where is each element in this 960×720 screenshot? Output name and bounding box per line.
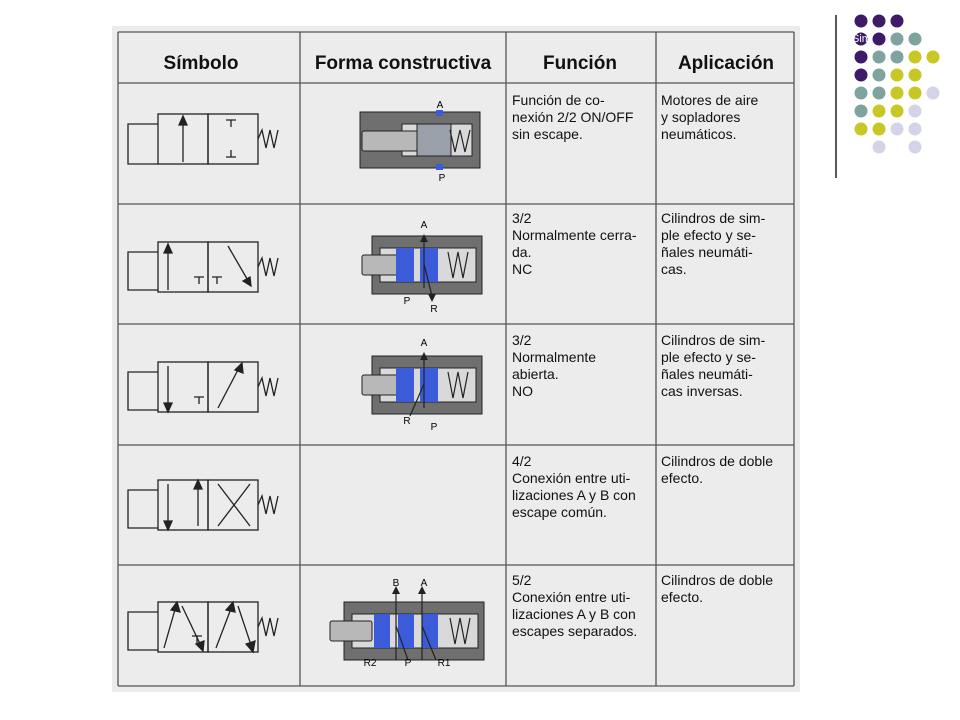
decorative-dot [872,104,886,118]
decorative-dot [908,122,922,136]
port-label-p: P [431,422,438,433]
decorative-dot [872,122,886,136]
port-label-p: P [405,658,412,669]
funcion-row-3: 3/2 Normalmente abierta. NO [512,332,597,399]
table-grid [117,31,795,687]
valve-cross-sections: A P A P R [329,100,485,669]
port-label-p: P [439,173,446,184]
port-label-b: B [393,578,400,589]
port-label-a: A [421,338,428,349]
decorative-dot [908,50,922,64]
aplicacion-row-4: Cilindros de doble efecto. [661,453,774,486]
decorative-dot [908,140,922,154]
funcion-row-4: 4/2 Conexión entre uti- lizaciones A y B… [512,453,636,520]
port-label-r2: R2 [364,658,377,669]
decorative-dot [872,68,886,82]
decorative-dot [890,104,904,118]
decorative-dot [890,50,904,64]
symbol-3-2-nc-valve [127,241,279,293]
decorative-dot [890,86,904,100]
decorative-dot [872,140,886,154]
cross-section-2-2: A P [359,100,481,184]
aplicacion-row-2: Cilindros de sim- ple efecto y se- ñales… [661,210,766,277]
aplicacion-row-1: Motores de aire y sopladores neumáticos. [661,92,759,142]
symbol-4-2-valve [127,478,279,532]
port-label-r: R [403,416,410,427]
symbol-3-2-no-valve [127,361,279,414]
decorative-dot [872,14,886,28]
port-label-r1: R1 [438,658,451,669]
valve-symbols [127,113,279,654]
funcion-row-2: 3/2 Normalmente cerra- da. NC [512,210,637,277]
decorative-dot [926,50,940,64]
decorative-dot [854,32,868,46]
decorative-dot [908,68,922,82]
header-simbolo: Símbolo [163,53,239,74]
port-label-a: A [421,578,428,589]
symbol-5-2-valve [127,600,279,654]
header-aplicacion: Aplicación [677,53,775,74]
funcion-row-5: 5/2 Conexión entre uti- lizaciones A y B… [512,572,638,639]
header-forma-constructiva: Forma constructiva [314,53,492,74]
cross-section-3-2-no: A R P [361,338,483,433]
cross-section-3-2-nc: A P R [361,220,483,315]
decorative-dot [926,86,940,100]
decorative-dot [890,14,904,28]
port-label-r: R [430,304,437,315]
decorative-dot [854,104,868,118]
aplicacion-row-5: Cilindros de doble efecto. [661,572,774,605]
funcion-row-1: Función de co- nexión 2/2 ON/OFF sin esc… [512,92,634,142]
aplicacion-row-3: Cilindros de sim- ple efecto y se- ñales… [661,332,766,399]
decorative-dot [854,50,868,64]
decorative-dot [908,104,922,118]
decorative-dot [908,86,922,100]
valve-comparison-table: Símbolo Forma constructiva Función Aplic… [112,26,800,692]
symbol-2-2-valve [127,113,279,165]
port-label-a: A [421,220,428,231]
decorative-dot [854,122,868,136]
decorative-dot [854,68,868,82]
decorative-dot [854,14,868,28]
cross-section-5-2: B A R2 P R1 [329,578,485,669]
decorative-dot [872,32,886,46]
decorative-dot [890,32,904,46]
port-label-p: P [404,296,411,307]
slide-title: Sim [852,33,871,45]
header-funcion: Función [543,53,617,74]
decorative-dot [872,50,886,64]
decorative-dot [890,122,904,136]
decorative-dot [854,86,868,100]
decorative-dot [908,32,922,46]
decorative-dot [872,86,886,100]
port-label-a: A [437,100,444,111]
decorative-dot [890,68,904,82]
